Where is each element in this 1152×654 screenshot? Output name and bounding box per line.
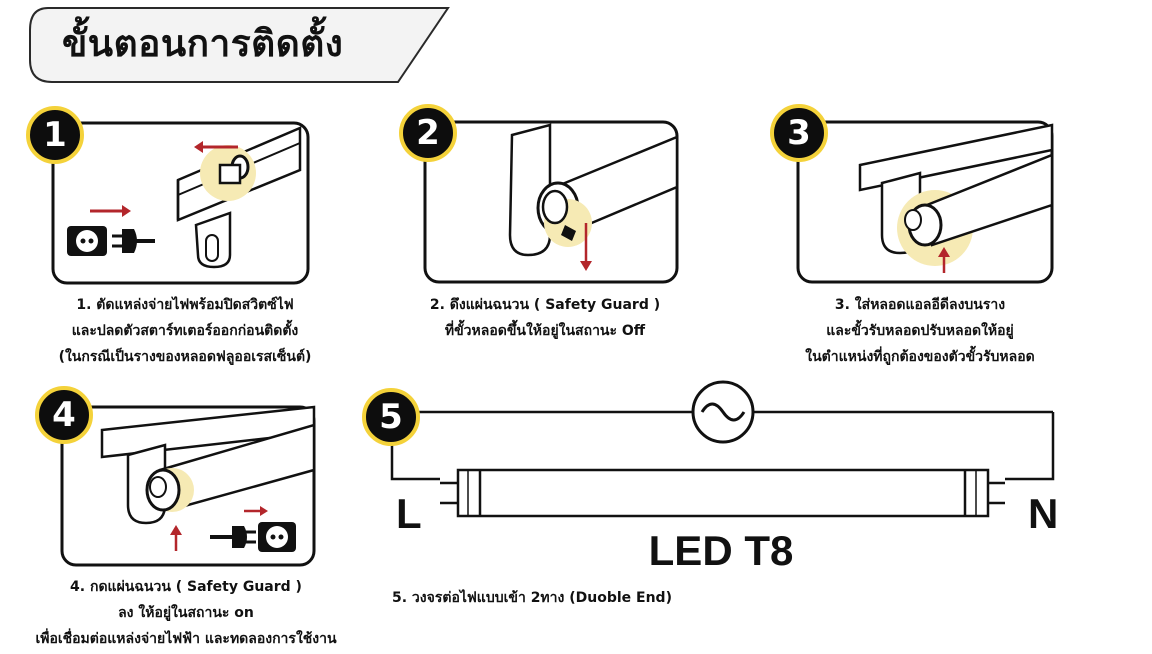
neutral-label: N <box>1028 490 1059 537</box>
step1-caption: 1. ตัดแหล่งจ่ายไฟพร้อมปิดสวิตซ์ไฟ และปลด… <box>58 297 312 365</box>
step2-caption: 2. ดึงแผ่นฉนวน ( Safety Guard ) ที่ขั้วห… <box>429 297 661 339</box>
step4-badge: 4 <box>35 386 93 444</box>
step5-badge: 5 <box>362 388 420 446</box>
header-banner <box>29 7 450 83</box>
step3-illustration <box>796 120 1054 284</box>
wiring-diagram <box>390 380 1055 518</box>
line-label: L <box>396 490 422 537</box>
step1-badge: 1 <box>26 106 84 164</box>
step3-badge: 3 <box>770 104 828 162</box>
step4-caption: 4. กดแผ่นฉนวน ( Safety Guard ) ลง ให้อยู… <box>35 579 337 647</box>
step3-caption: 3. ใส่หลอดแอลอีดีลงบนราง และขั้วรับหลอดป… <box>805 297 1035 365</box>
page-title: ขั้นตอนการติดตั้ง <box>62 22 344 65</box>
plug-icon <box>210 526 256 548</box>
plug-icon <box>112 229 155 253</box>
step2-badge: 2 <box>399 104 457 162</box>
tube-label: LED T8 <box>648 527 794 574</box>
step5-caption: 5. วงจรต่อไฟแบบเข้า 2ทาง (Duoble End) <box>392 590 672 606</box>
step2-illustration <box>423 120 679 284</box>
led-tube <box>440 468 1005 518</box>
step1-illustration <box>51 121 310 285</box>
step4-illustration <box>60 405 316 567</box>
